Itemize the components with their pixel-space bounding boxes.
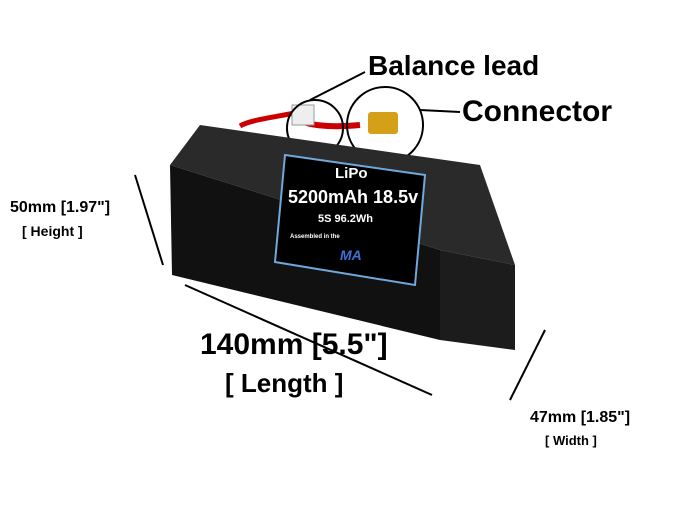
connector-leader — [419, 109, 461, 113]
connector-callout: Connector — [462, 95, 612, 128]
label-chem: LiPo — [335, 165, 368, 182]
label-assembled: Assembled in the — [290, 234, 340, 240]
battery-label — [273, 153, 427, 287]
height-dimension: 50mm [1.97"] — [10, 199, 111, 216]
logo: MA — [340, 247, 362, 263]
label-spec: 5S 96.2Wh — [318, 213, 374, 225]
balance-plug — [291, 104, 315, 126]
width-dimension: 47mm [1.85"] — [530, 409, 631, 426]
length-dimension: 140mm [5.5"] — [200, 328, 388, 361]
xt-connector — [368, 112, 398, 134]
balance-lead-callout: Balance lead — [368, 50, 540, 81]
height-label: [ Height ] — [22, 223, 83, 239]
length-label: [ Length ] — [225, 368, 344, 398]
dimension-arrows — [134, 174, 546, 401]
battery-end — [440, 250, 515, 350]
width-label: [ Width ] — [545, 433, 597, 448]
balance-leader — [309, 71, 366, 101]
label-capacity: 5200mAh 18.5v — [288, 187, 419, 207]
